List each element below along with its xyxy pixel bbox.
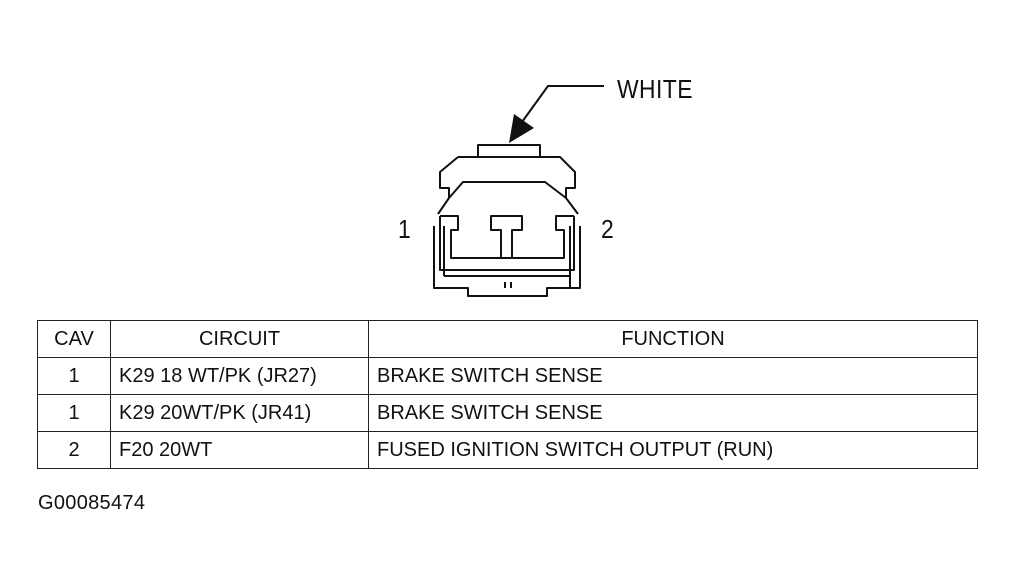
header-function: FUNCTION [368, 320, 978, 358]
cell-cav: 1 [37, 394, 111, 432]
pin-label-2: 2 [601, 214, 614, 244]
table-header-row: CAV CIRCUIT FUNCTION [37, 320, 978, 358]
cell-function: BRAKE SWITCH SENSE [368, 394, 978, 432]
connector-top-tab [477, 144, 541, 158]
wire-color-callout: WHITE [617, 74, 693, 104]
connector-diagram [433, 85, 604, 297]
callout-arrow-icon [509, 114, 534, 143]
table-row: 1 K29 20WT/PK (JR41) BRAKE SWITCH SENSE [37, 394, 978, 432]
connector-inner-frame [448, 181, 567, 199]
header-circuit: CIRCUIT [110, 320, 369, 358]
table-row: 2 F20 20WT FUSED IGNITION SWITCH OUTPUT … [37, 431, 978, 469]
cell-cav: 2 [37, 431, 111, 469]
cell-function: FUSED IGNITION SWITCH OUTPUT (RUN) [368, 431, 978, 469]
header-cav: CAV [37, 320, 111, 358]
pin-label-1: 1 [398, 214, 411, 244]
callout-leader-line [521, 85, 604, 123]
cell-circuit: F20 20WT [110, 431, 369, 469]
connector-base [444, 275, 571, 297]
connector-key [490, 215, 523, 259]
figure-id: G00085474 [38, 492, 146, 514]
connector-cavity [440, 215, 574, 259]
connector-left-wall [433, 226, 444, 289]
pinout-table: CAV CIRCUIT FUNCTION 1 K29 18 WT/PK (JR2… [37, 320, 978, 469]
connector-right-wall [570, 226, 581, 289]
table-row: 1 K29 18 WT/PK (JR27) BRAKE SWITCH SENSE [37, 357, 978, 395]
cell-cav: 1 [37, 357, 111, 395]
cell-circuit: K29 18 WT/PK (JR27) [110, 357, 369, 395]
cell-circuit: K29 20WT/PK (JR41) [110, 394, 369, 432]
cell-function: BRAKE SWITCH SENSE [368, 357, 978, 395]
